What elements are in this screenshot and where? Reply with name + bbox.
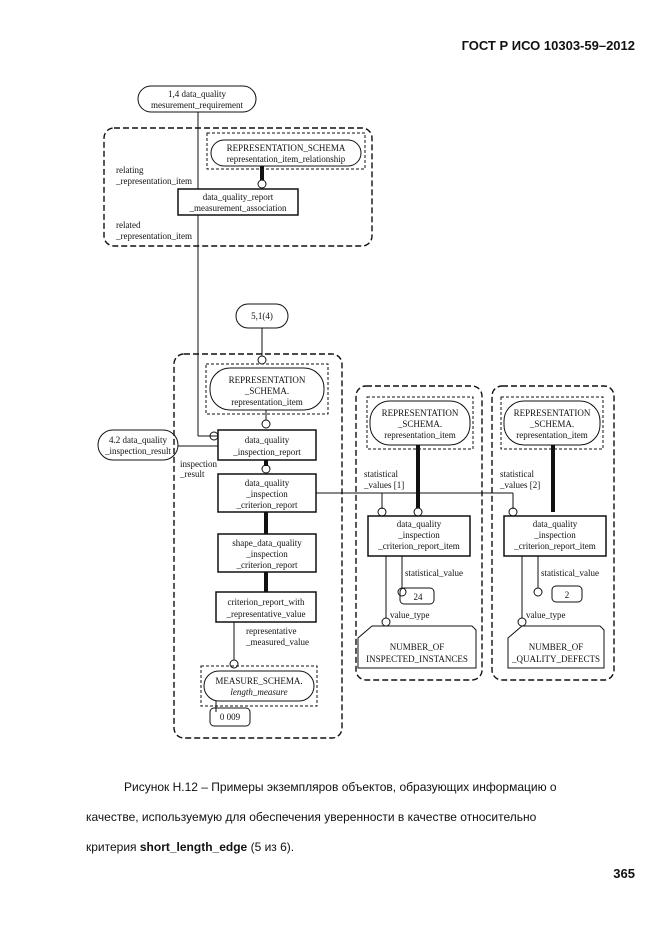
g2-value-text: 0 009 bbox=[220, 712, 241, 722]
group2-schema-oval bbox=[209, 367, 325, 411]
measure-schema-oval bbox=[203, 670, 315, 702]
group1-schema-frame bbox=[206, 132, 366, 170]
g4-label-value-type: value_type bbox=[526, 610, 566, 620]
g4-value-text: 2 bbox=[565, 590, 570, 600]
ext-oval-line2: _inspection_result bbox=[104, 446, 171, 456]
group3-frame bbox=[355, 385, 483, 681]
g1-schema-line1: REPRESENTATION_SCHEMA bbox=[227, 143, 346, 153]
entity-shape-line3: _criterion_report bbox=[236, 560, 298, 570]
page-number: 365 bbox=[613, 866, 635, 881]
g2-schema-line3: representation_item bbox=[231, 397, 302, 407]
g2-schema-line2: _SCHEMA. bbox=[244, 386, 289, 396]
group4-enum-box bbox=[507, 625, 605, 669]
g3-schema-line3: representation_item bbox=[384, 430, 455, 440]
g4-enum-line2: _QUALITY_DEFECTS bbox=[511, 654, 600, 664]
g3-value-text: 24 bbox=[414, 592, 424, 602]
group2-frame bbox=[173, 353, 343, 739]
entity-shape-line1: shape_data_quality bbox=[232, 538, 302, 548]
caption-line2: качестве, используемую для обеспечения у… bbox=[86, 810, 537, 824]
g1-schema-line2: representation_item_relationship bbox=[227, 154, 346, 164]
ext-oval-line1: 4.2 data_quality bbox=[109, 435, 167, 445]
g4-schema-line1: REPRESENTATION bbox=[514, 408, 591, 418]
g1-entity-line1: data_quality_report bbox=[203, 192, 274, 202]
group2-value-box bbox=[209, 707, 251, 727]
g2-label-inspection-line1: inspection bbox=[180, 459, 217, 469]
figure-caption: Рисунок Н.12 – Примеры экземпляров объек… bbox=[86, 772, 638, 862]
top-oval-line1: 1,4 data_quality bbox=[168, 89, 226, 99]
g3-schema-line2: _SCHEMA. bbox=[397, 419, 442, 429]
caption-line3: критерия short_length_edge (5 из 6). bbox=[86, 832, 638, 862]
g2-label-rep-measured-line2: _measured_value bbox=[245, 637, 309, 647]
ext-oval-shape bbox=[97, 429, 179, 461]
top-oval-line2: mesurement_requirement bbox=[151, 100, 243, 110]
g4-enum-line1: NUMBER_OF bbox=[529, 642, 584, 652]
g4-schema-line3: representation_item bbox=[516, 430, 587, 440]
g1-label-related-line2: _representation_item bbox=[115, 231, 192, 241]
g3-entity-line3: _criterion_report_item bbox=[377, 541, 459, 551]
g4-entity-line2: _inspection bbox=[533, 530, 576, 540]
g1-label-relating-line2: _representation_item bbox=[115, 176, 192, 186]
g3-label-stat-value: statistical_value bbox=[405, 568, 463, 578]
entity-criterion-line3: _criterion_report bbox=[236, 500, 298, 510]
entity-rep-value-box bbox=[215, 591, 317, 623]
group1-schema-oval bbox=[210, 139, 362, 167]
entity-inspection-report-line1: data_quality bbox=[245, 435, 290, 445]
g3-label-values-line1: statistical bbox=[364, 469, 398, 479]
g1-label-relating-line1: relating bbox=[116, 165, 144, 175]
caption-line1: Рисунок Н.12 – Примеры экземпляров объек… bbox=[124, 780, 557, 794]
standard-header: ГОСТ Р ИСО 10303-59–2012 bbox=[461, 38, 635, 53]
g3-label-values-line2: _values [1] bbox=[363, 480, 404, 490]
g4-label-values-line2: _values [2] bbox=[499, 480, 540, 490]
g3-enum-line1: NUMBER_OF bbox=[390, 642, 445, 652]
g1-label-related-line1: related bbox=[116, 220, 141, 230]
group1-frame bbox=[103, 127, 373, 247]
entity-criterion-line2: _inspection bbox=[245, 489, 288, 499]
g2-schema-line1: REPRESENTATION bbox=[229, 375, 306, 385]
top-oval-shape bbox=[137, 85, 257, 113]
measure-schema-line1: MEASURE_SCHEMA. bbox=[215, 676, 302, 686]
g3-entity-line2: _inspection bbox=[397, 530, 440, 540]
entity-rep-value-line2: _representative_value bbox=[226, 609, 306, 619]
group3-value-box bbox=[399, 587, 435, 605]
caption-line3-suffix: (5 из 6). bbox=[247, 840, 295, 854]
group3-enum-box bbox=[357, 625, 477, 669]
g3-label-value-type: value_type bbox=[390, 610, 430, 620]
g3-entity-line1: data_quality bbox=[397, 519, 442, 529]
g2-label-rep-measured-line1: representative bbox=[246, 626, 296, 636]
g3-schema-line1: REPRESENTATION bbox=[382, 408, 459, 418]
entity-shape-line2: _inspection bbox=[245, 549, 288, 559]
group1-entity-box bbox=[177, 188, 299, 216]
group4-value-box bbox=[551, 585, 583, 603]
caption-criterion-name: short_length_edge bbox=[139, 840, 248, 854]
group2-schema-frame bbox=[205, 363, 329, 415]
g4-entity-line3: _criterion_report_item bbox=[513, 541, 595, 551]
g3-enum-line2: INSPECTED_INSTANCES bbox=[366, 654, 468, 664]
g4-label-values-line1: statistical bbox=[500, 469, 534, 479]
group4-entity-box bbox=[503, 515, 607, 557]
g2-label-inspection-line2: _result bbox=[179, 469, 205, 479]
g4-label-stat-value: statistical_value bbox=[541, 568, 599, 578]
entity-criterion-line1: data_quality bbox=[245, 478, 290, 488]
entity-rep-value-line1: criterion_report_with bbox=[228, 597, 305, 607]
express-g-diagram: 1,4 data_quality mesurement_requirement … bbox=[97, 85, 615, 739]
g4-entity-line1: data_quality bbox=[533, 519, 578, 529]
caption-line3-prefix: критерия bbox=[86, 840, 140, 854]
entity-inspection-report-line2: _inspection_report bbox=[232, 447, 301, 457]
ref-oval-text: 5,1(4) bbox=[251, 311, 273, 321]
g1-entity-line2: _measurement_association bbox=[189, 203, 287, 213]
measure-schema-frame bbox=[200, 665, 318, 707]
group4-frame bbox=[491, 385, 615, 681]
measure-schema-line2: length_measure bbox=[230, 687, 287, 697]
g4-schema-line2: _SCHEMA. bbox=[529, 419, 574, 429]
group3-entity-box bbox=[367, 515, 471, 557]
